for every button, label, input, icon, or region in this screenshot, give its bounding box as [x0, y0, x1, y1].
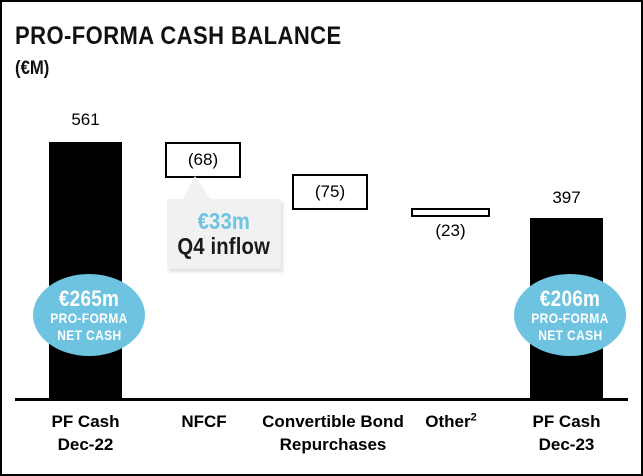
category-label-nfcf: NFCF [152, 411, 256, 434]
category-label-line-1: Convertible Bond [262, 412, 404, 431]
category-label-convertible-bond-repurchases: Convertible Bond Repurchases [250, 411, 416, 457]
callout-q4-inflow: €33m Q4 inflow [167, 199, 281, 269]
category-label-line-2: Dec-23 [538, 434, 595, 454]
badge-pro-forma-net-cash-dec22: €265m PRO-FORMA NET CASH [33, 274, 145, 356]
bar-pf-cash-dec22 [49, 142, 122, 399]
category-label-pf-cash-dec23: PF Cash Dec-23 [510, 411, 623, 457]
bar-value-box-nfcf: (68) [165, 142, 241, 178]
bar-value-label-pf-cash-dec23: 397 [552, 188, 581, 207]
callout-pointer-icon [180, 176, 214, 204]
badge-line-1: PRO-FORMA [531, 310, 609, 327]
badge-amount: €206m [539, 285, 601, 311]
category-label-other: Other2 [401, 411, 501, 434]
page-title: PRO-FORMA CASH BALANCE [15, 22, 342, 50]
badge-line-1: PRO-FORMA [50, 310, 128, 327]
footnote-marker: 2 [470, 411, 477, 424]
badge-pro-forma-net-cash-dec23: €206m PRO-FORMA NET CASH [514, 274, 626, 356]
category-label-text: Other [425, 412, 471, 431]
bar-value-label-other: (23) [435, 221, 466, 240]
chart-units-label: (€M) [15, 58, 50, 79]
category-label-pf-cash-dec22: PF Cash Dec-22 [29, 411, 142, 457]
bar-value-label-pf-cash-dec22: 561 [71, 110, 100, 129]
category-label-line-1: NFCF [181, 412, 227, 431]
badge-line-2: NET CASH [56, 326, 122, 343]
category-label-line-1: Other2 [401, 411, 501, 434]
category-label-line-1: PF Cash [51, 412, 120, 431]
bar-value-box-convertible-bond-repurchases: (75) [292, 174, 368, 210]
bar-other [411, 208, 490, 217]
badge-amount: €265m [58, 285, 120, 311]
x-axis-line [15, 398, 628, 401]
callout-caption: Q4 inflow [177, 233, 271, 259]
callout-amount: €33m [197, 207, 251, 234]
category-label-line-1: PF Cash [532, 412, 601, 431]
badge-line-2: NET CASH [537, 326, 603, 343]
category-label-line-2: Repurchases [279, 434, 387, 454]
category-label-line-2: Dec-22 [57, 434, 114, 454]
